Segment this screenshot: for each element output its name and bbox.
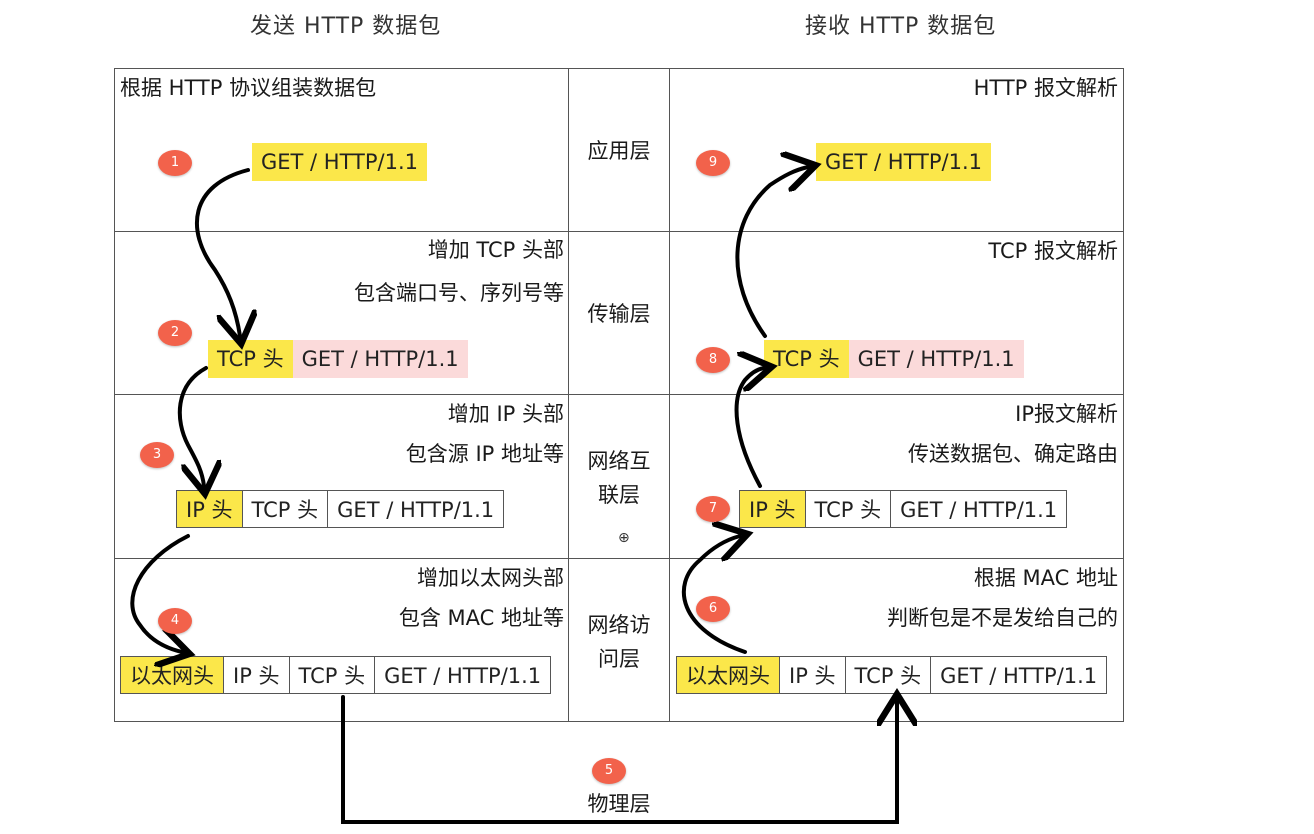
layer-link-line2: 问层 [598, 647, 640, 671]
step-badge-7: 7 [696, 496, 730, 522]
step-badge-6: 6 [696, 596, 730, 622]
arrow-step-5-physical [341, 697, 897, 824]
receive-link-note-1: 根据 MAC 地址 [973, 566, 1118, 590]
send-app-note: 根据 HTTP 协议组装数据包 [120, 76, 377, 100]
tcp-header: TCP 头 [845, 656, 932, 694]
arrow-step-1-2 [194, 168, 248, 336]
http-payload: GET / HTTP/1.1 [252, 143, 428, 181]
layer-link-line1: 网络访 [587, 613, 651, 637]
send-transport-note-2: 包含端口号、序列号等 [354, 281, 564, 305]
receive-app-packet: GET / HTTP/1.1 [816, 143, 992, 181]
http-payload: GET / HTTP/1.1 [816, 143, 992, 181]
tcp-header: TCP 头 [764, 340, 849, 378]
http-payload: GET / HTTP/1.1 [848, 340, 1024, 378]
ip-header: IP 头 [780, 656, 846, 694]
ethernet-header: 以太网头 [676, 656, 780, 694]
layer-transport: 传输层 [587, 302, 651, 326]
receive-transport-note: TCP 报文解析 [988, 239, 1118, 263]
tcp-header: TCP 头 [805, 490, 892, 528]
http-payload: GET / HTTP/1.1 [375, 656, 552, 694]
http-payload: GET / HTTP/1.1 [328, 490, 505, 528]
arrow-step-2-3 [177, 366, 206, 486]
layer-application: 应用层 [587, 139, 651, 163]
send-internet-note-1: 增加 IP 头部 [447, 402, 564, 426]
send-header: 发送 HTTP 数据包 [250, 14, 442, 39]
magnifier-icon: ⊕ [618, 530, 630, 546]
arrow-step-8-9 [735, 167, 808, 338]
receive-link-packet: 以太网头 IP 头 TCP 头 GET / HTTP/1.1 [676, 656, 1108, 694]
send-link-packet: 以太网头 IP 头 TCP 头 GET / HTTP/1.1 [120, 656, 552, 694]
send-app-packet: GET / HTTP/1.1 [252, 143, 428, 181]
receive-internet-note-2: 传送数据包、确定路由 [908, 442, 1118, 466]
receive-header: 接收 HTTP 数据包 [805, 14, 997, 39]
arrow-step-7-8 [734, 368, 764, 488]
send-link-note-2: 包含 MAC 地址等 [398, 606, 564, 630]
send-internet-note-2: 包含源 IP 地址等 [405, 442, 564, 466]
http-payload: GET / HTTP/1.1 [891, 490, 1068, 528]
tcp-header: TCP 头 [289, 656, 376, 694]
step-badge-8: 8 [696, 347, 730, 373]
send-transport-packet: TCP 头 GET / HTTP/1.1 [208, 340, 468, 378]
step-badge-3: 3 [140, 442, 174, 468]
receive-transport-packet: TCP 头 GET / HTTP/1.1 [764, 340, 1024, 378]
receive-internet-note-1: IP报文解析 [1015, 402, 1118, 426]
arrow-step-3-4 [130, 534, 188, 652]
http-payload: GET / HTTP/1.1 [931, 656, 1108, 694]
http-payload: GET / HTTP/1.1 [292, 340, 468, 378]
step-badge-5: 5 [592, 758, 626, 784]
step-badge-2: 2 [158, 320, 192, 346]
arrow-step-6-7 [681, 536, 745, 654]
tcp-header: TCP 头 [242, 490, 329, 528]
layer-physical: 物理层 [587, 792, 651, 816]
receive-internet-packet: IP 头 TCP 头 GET / HTTP/1.1 [739, 490, 1068, 528]
step-badge-9: 9 [696, 150, 730, 176]
layer-internet-line1: 网络互 [587, 449, 651, 473]
step-badge-1: 1 [158, 150, 192, 176]
layer-internet-line2: 联层 [598, 483, 640, 507]
send-transport-note-1: 增加 TCP 头部 [427, 238, 564, 262]
receive-link-note-2: 判断包是不是发给自己的 [887, 606, 1118, 630]
ip-header: IP 头 [224, 656, 290, 694]
step-badge-4: 4 [158, 608, 192, 634]
send-link-note-1: 增加以太网头部 [417, 566, 564, 590]
receive-app-note: HTTP 报文解析 [973, 76, 1118, 100]
